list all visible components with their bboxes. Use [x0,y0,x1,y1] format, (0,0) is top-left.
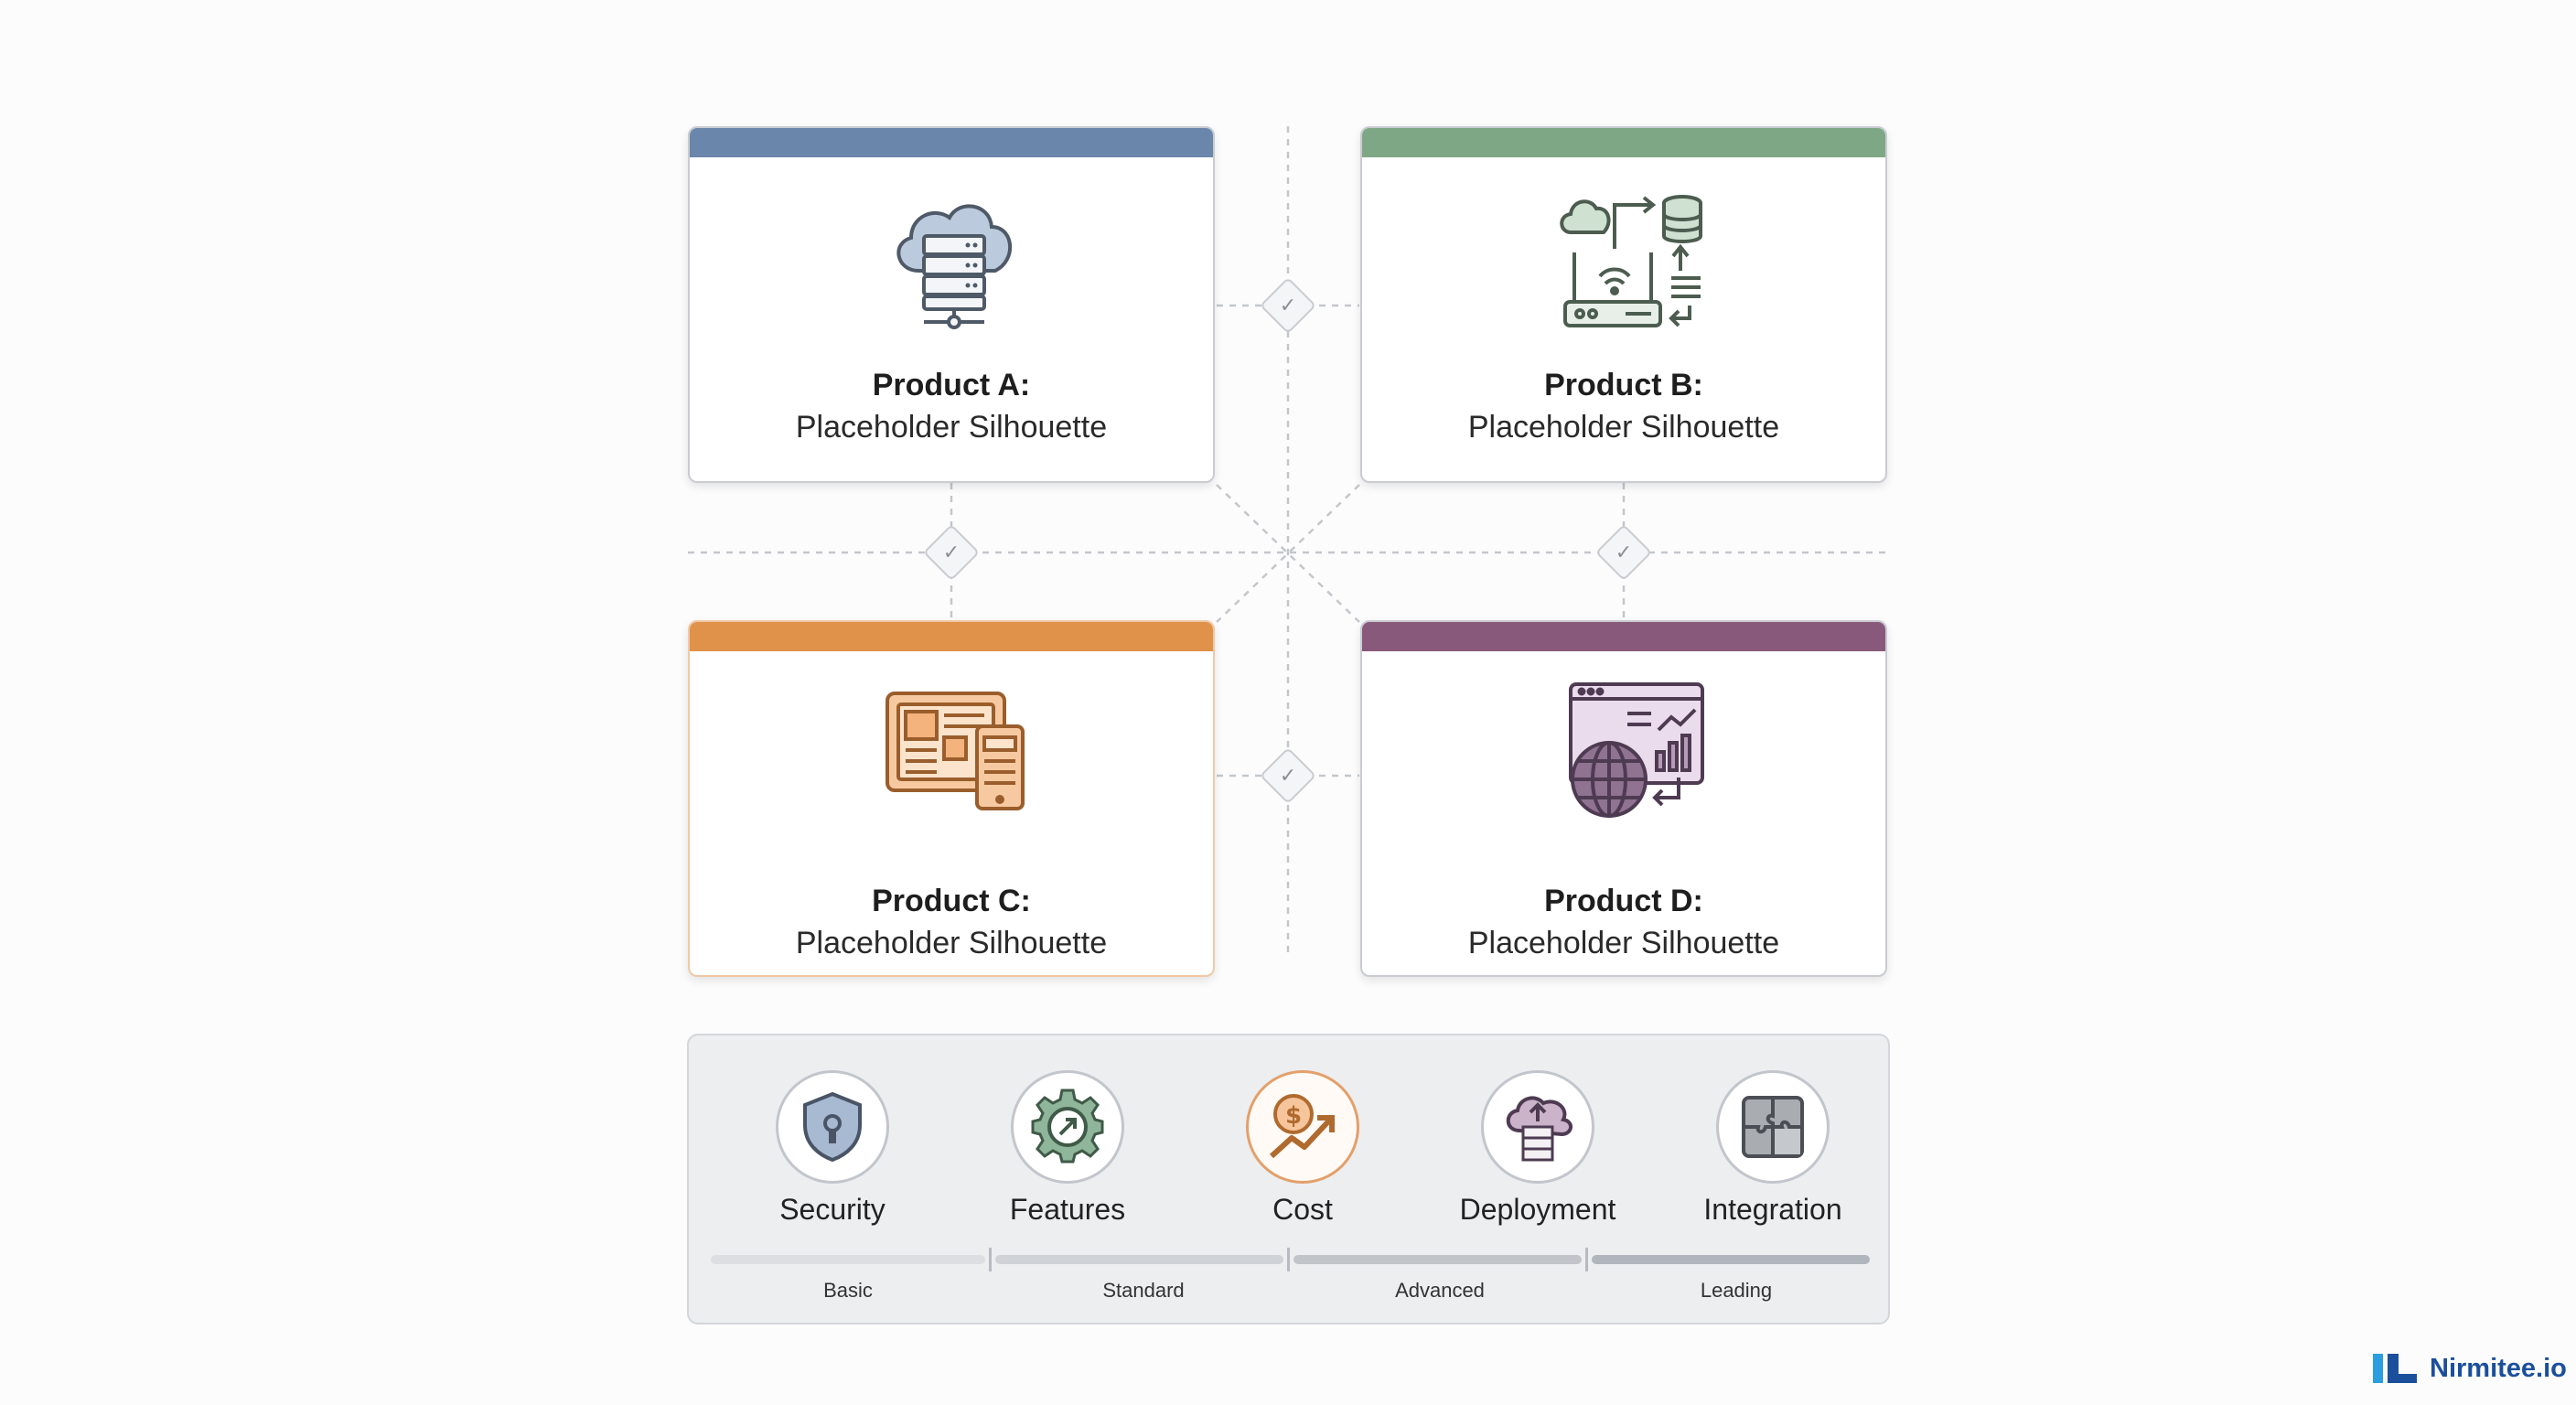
scale-segment-advanced [1293,1255,1582,1264]
card-header-bar [690,622,1213,651]
scale-label-advanced: Advanced [1395,1279,1485,1302]
criterion-cost[interactable]: $ Cost [1202,1070,1403,1227]
card-header-bar [1362,622,1885,651]
card-header-bar [690,128,1213,157]
shield-lock-icon [803,1091,862,1163]
product-title: Product C: [872,884,1031,918]
card-header-bar [1362,128,1885,157]
globe-dashboard-icon [1543,677,1708,823]
criterion-label: Cost [1272,1193,1333,1226]
criterion-icon-circle [1011,1070,1124,1184]
dollar-growth-icon: $ [1269,1094,1335,1159]
brand-name: Nirmitee.io [2430,1354,2567,1383]
product-title: Product D: [1544,884,1703,918]
criterion-icon-circle: $ [1246,1070,1359,1184]
cloud-server-icon [871,183,1036,329]
scale-segment-standard [995,1255,1283,1264]
scale-segment-leading [1592,1255,1870,1264]
scale-divider [1585,1248,1588,1271]
product-card-a[interactable]: Product A: Placeholder Silhouette [688,126,1215,483]
scale-label-basic: Basic [823,1279,873,1302]
criterion-label: Features [1009,1193,1126,1226]
criterion-icon-circle [1716,1070,1830,1184]
product-subtitle: Placeholder Silhouette [795,926,1108,960]
scale-label-leading: Leading [1700,1279,1773,1302]
criterion-label: Security [779,1193,886,1226]
product-card-b[interactable]: Product B: Placeholder Silhouette [1360,126,1887,483]
product-card-c[interactable]: Product C: Placeholder Silhouette [688,620,1215,977]
criterion-deployment[interactable]: Deployment [1437,1070,1638,1227]
criterion-label: Deployment [1459,1193,1616,1226]
product-title: Product B: [1544,368,1703,402]
scale-divider [1287,1248,1290,1271]
puzzle-icon [1742,1096,1804,1158]
check-icon: ✓ [942,541,961,563]
criterion-label: Integration [1703,1193,1842,1226]
product-subtitle: Placeholder Silhouette [1467,926,1780,960]
check-icon: ✓ [1279,294,1297,316]
criterion-integration[interactable]: Integration [1672,1070,1873,1227]
criterion-icon-circle [1481,1070,1594,1184]
tablet-devices-icon [871,677,1036,823]
network-router-database-icon [1543,183,1708,329]
criterion-security[interactable]: Security [732,1070,933,1227]
cloud-upload-server-icon [1506,1096,1572,1162]
product-title: Product A: [872,368,1031,402]
criterion-icon-circle [776,1070,889,1184]
product-subtitle: Placeholder Silhouette [1467,410,1780,445]
check-icon: ✓ [1615,541,1633,563]
nirmitee-logo-icon [2373,1354,2417,1383]
scale-segment-basic [711,1255,985,1264]
scale-divider [989,1248,992,1271]
check-icon: ✓ [1279,764,1297,787]
scale-label-standard: Standard [1102,1279,1185,1302]
product-card-d[interactable]: Product D: Placeholder Silhouette [1360,620,1887,977]
criterion-features[interactable]: Features [967,1070,1168,1227]
gear-arrow-icon [1031,1089,1104,1164]
criteria-legend-panel: Security Features $ Cost [687,1034,1890,1325]
product-subtitle: Placeholder Silhouette [795,410,1108,445]
svg-text:$: $ [1285,1102,1302,1130]
